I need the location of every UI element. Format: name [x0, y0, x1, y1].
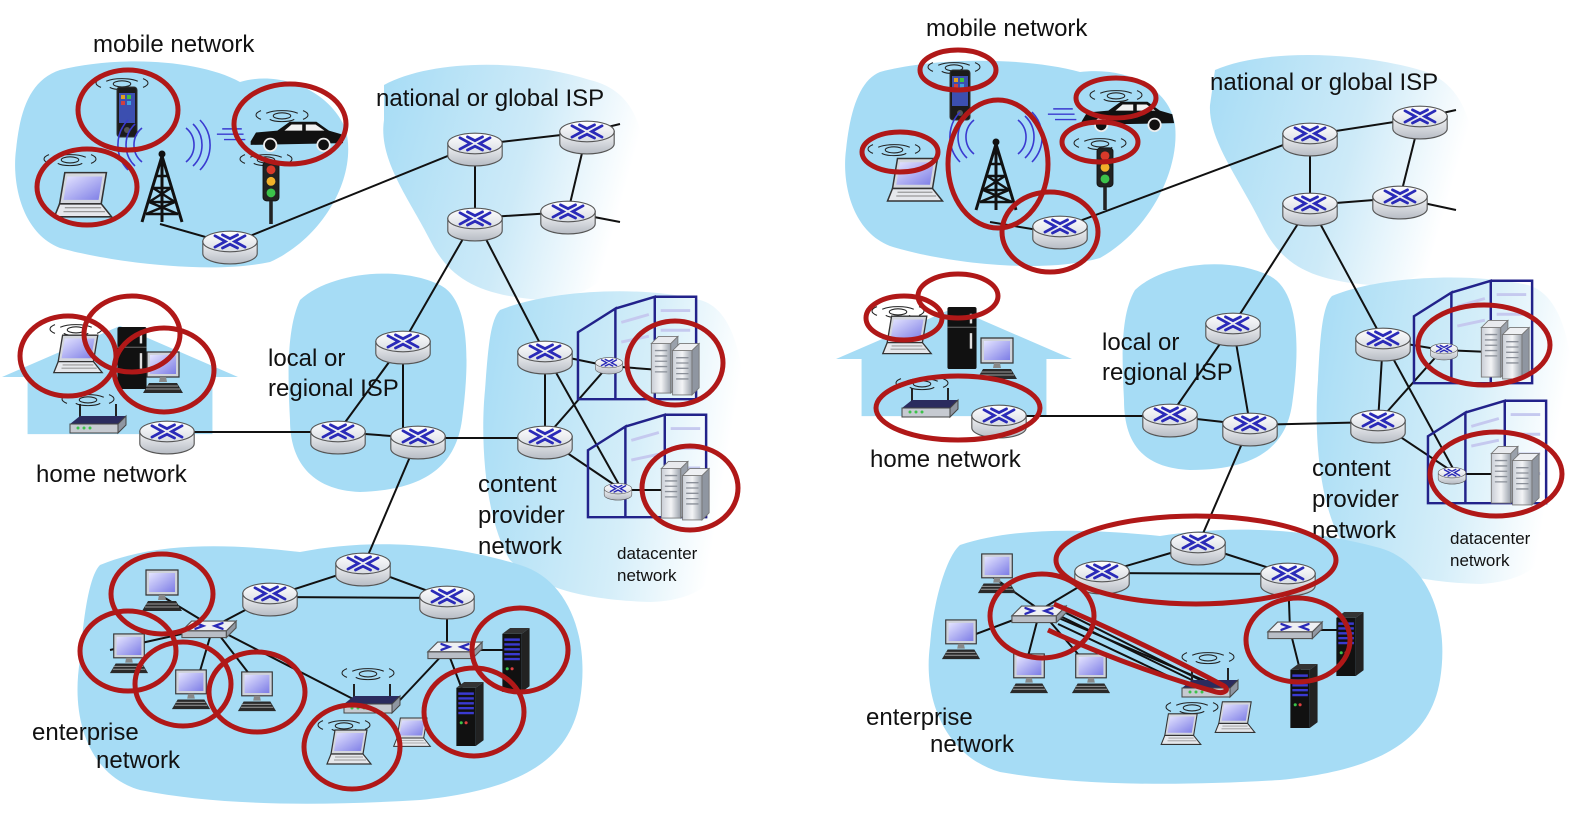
label-datacenter-line1: datacenter: [1450, 529, 1531, 548]
label-content-line3: network: [1312, 517, 1397, 544]
label-global-isp: national or global ISP: [376, 85, 604, 112]
label-datacenter-line1: datacenter: [617, 544, 698, 563]
label-content-line2: provider: [478, 502, 565, 529]
label-mobile-network: mobile network: [93, 31, 255, 58]
label-enterprise-line1: enterprise: [32, 719, 139, 746]
label-content-line2: provider: [1312, 486, 1399, 513]
label-enterprise-line2: network: [96, 747, 181, 774]
label-home-network: home network: [36, 461, 188, 488]
label-datacenter-line2: network: [1450, 551, 1510, 570]
label-regional-isp-line1: local or: [268, 345, 345, 372]
highlight-circles: [17, 67, 741, 792]
label-home-network: home network: [870, 446, 1022, 473]
right-diagram: mobile network national or global ISP lo…: [836, 15, 1574, 784]
label-regional-isp-line2: regional ISP: [268, 375, 399, 402]
label-content-line3: network: [478, 533, 563, 560]
label-mobile-network: mobile network: [926, 15, 1088, 42]
label-content-line1: content: [1312, 455, 1391, 482]
label-enterprise-line1: enterprise: [866, 704, 973, 731]
label-enterprise-line2: network: [930, 731, 1015, 758]
label-regional-isp-line2: regional ISP: [1102, 359, 1233, 386]
label-datacenter-line2: network: [617, 566, 677, 585]
label-global-isp: national or global ISP: [1210, 69, 1438, 96]
label-regional-isp-line1: local or: [1102, 329, 1179, 356]
highlight-circles: [859, 47, 1565, 695]
left-diagram: mobile network national or global ISP lo…: [2, 31, 746, 804]
label-content-line1: content: [478, 471, 557, 498]
